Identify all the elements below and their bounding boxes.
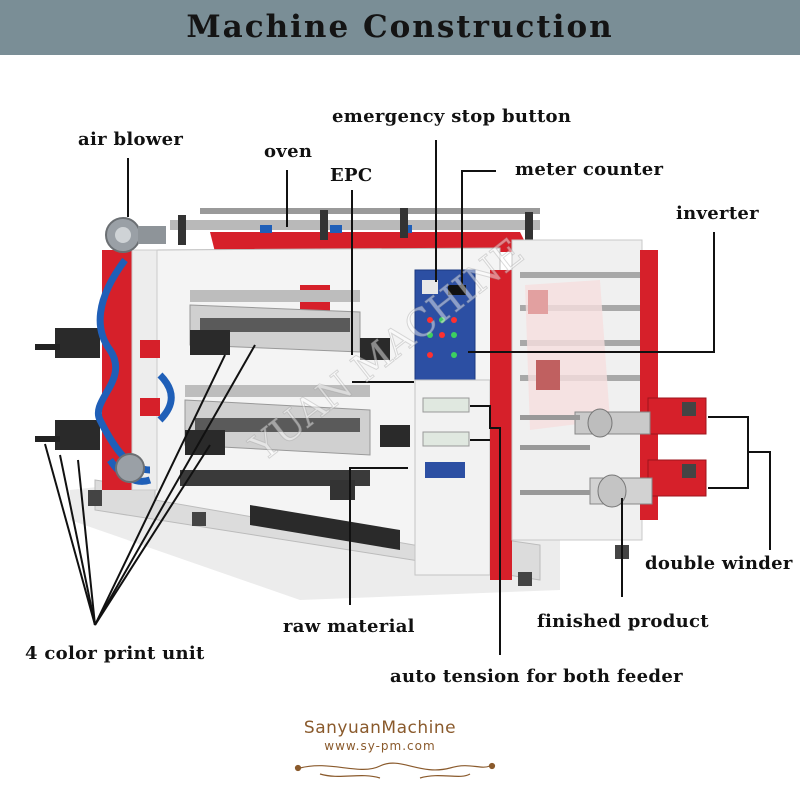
inverter-label: inverter <box>676 203 759 224</box>
print-unit-line-6 <box>94 444 211 626</box>
header-bar <box>0 0 800 55</box>
double-winder-bracket <box>708 416 749 489</box>
callout-lines <box>44 140 771 655</box>
four-color-print-unit-label: 4 color print unit <box>25 643 205 664</box>
machine-illustration <box>35 208 707 600</box>
air-blower-label: air blower <box>78 129 184 150</box>
brand-url: www.sy-pm.com <box>324 739 436 753</box>
double-winder-callout-line <box>748 451 771 550</box>
meter-counter-callout-line <box>461 170 496 295</box>
print-unit-line-3 <box>77 459 96 626</box>
emergency-stop-label: emergency stop button <box>332 106 572 127</box>
oven-label: oven <box>264 141 313 162</box>
brand-ornament <box>294 762 496 779</box>
brand-block: SanyuanMachine www.sy-pm.com <box>280 718 480 753</box>
inverter-callout-line <box>468 232 715 353</box>
print-unit-line-4 <box>94 354 226 626</box>
epc-label: EPC <box>330 165 373 186</box>
auto-tension-callout-line <box>470 405 501 655</box>
brand-name: SanyuanMachine <box>303 718 457 738</box>
print-unit-line-5 <box>94 344 256 626</box>
print-unit-line-2 <box>59 454 96 626</box>
print-unit-line-1 <box>44 443 96 626</box>
auto-tension-label: auto tension for both feeder <box>390 666 683 687</box>
finished-product-label: finished product <box>537 611 709 632</box>
page-title: Machine Construction <box>186 9 614 45</box>
raw-material-callout-line <box>349 467 408 605</box>
meter-counter-label: meter counter <box>515 159 664 180</box>
double-winder-label: double winder <box>645 553 793 574</box>
raw-material-label: raw material <box>283 616 415 637</box>
